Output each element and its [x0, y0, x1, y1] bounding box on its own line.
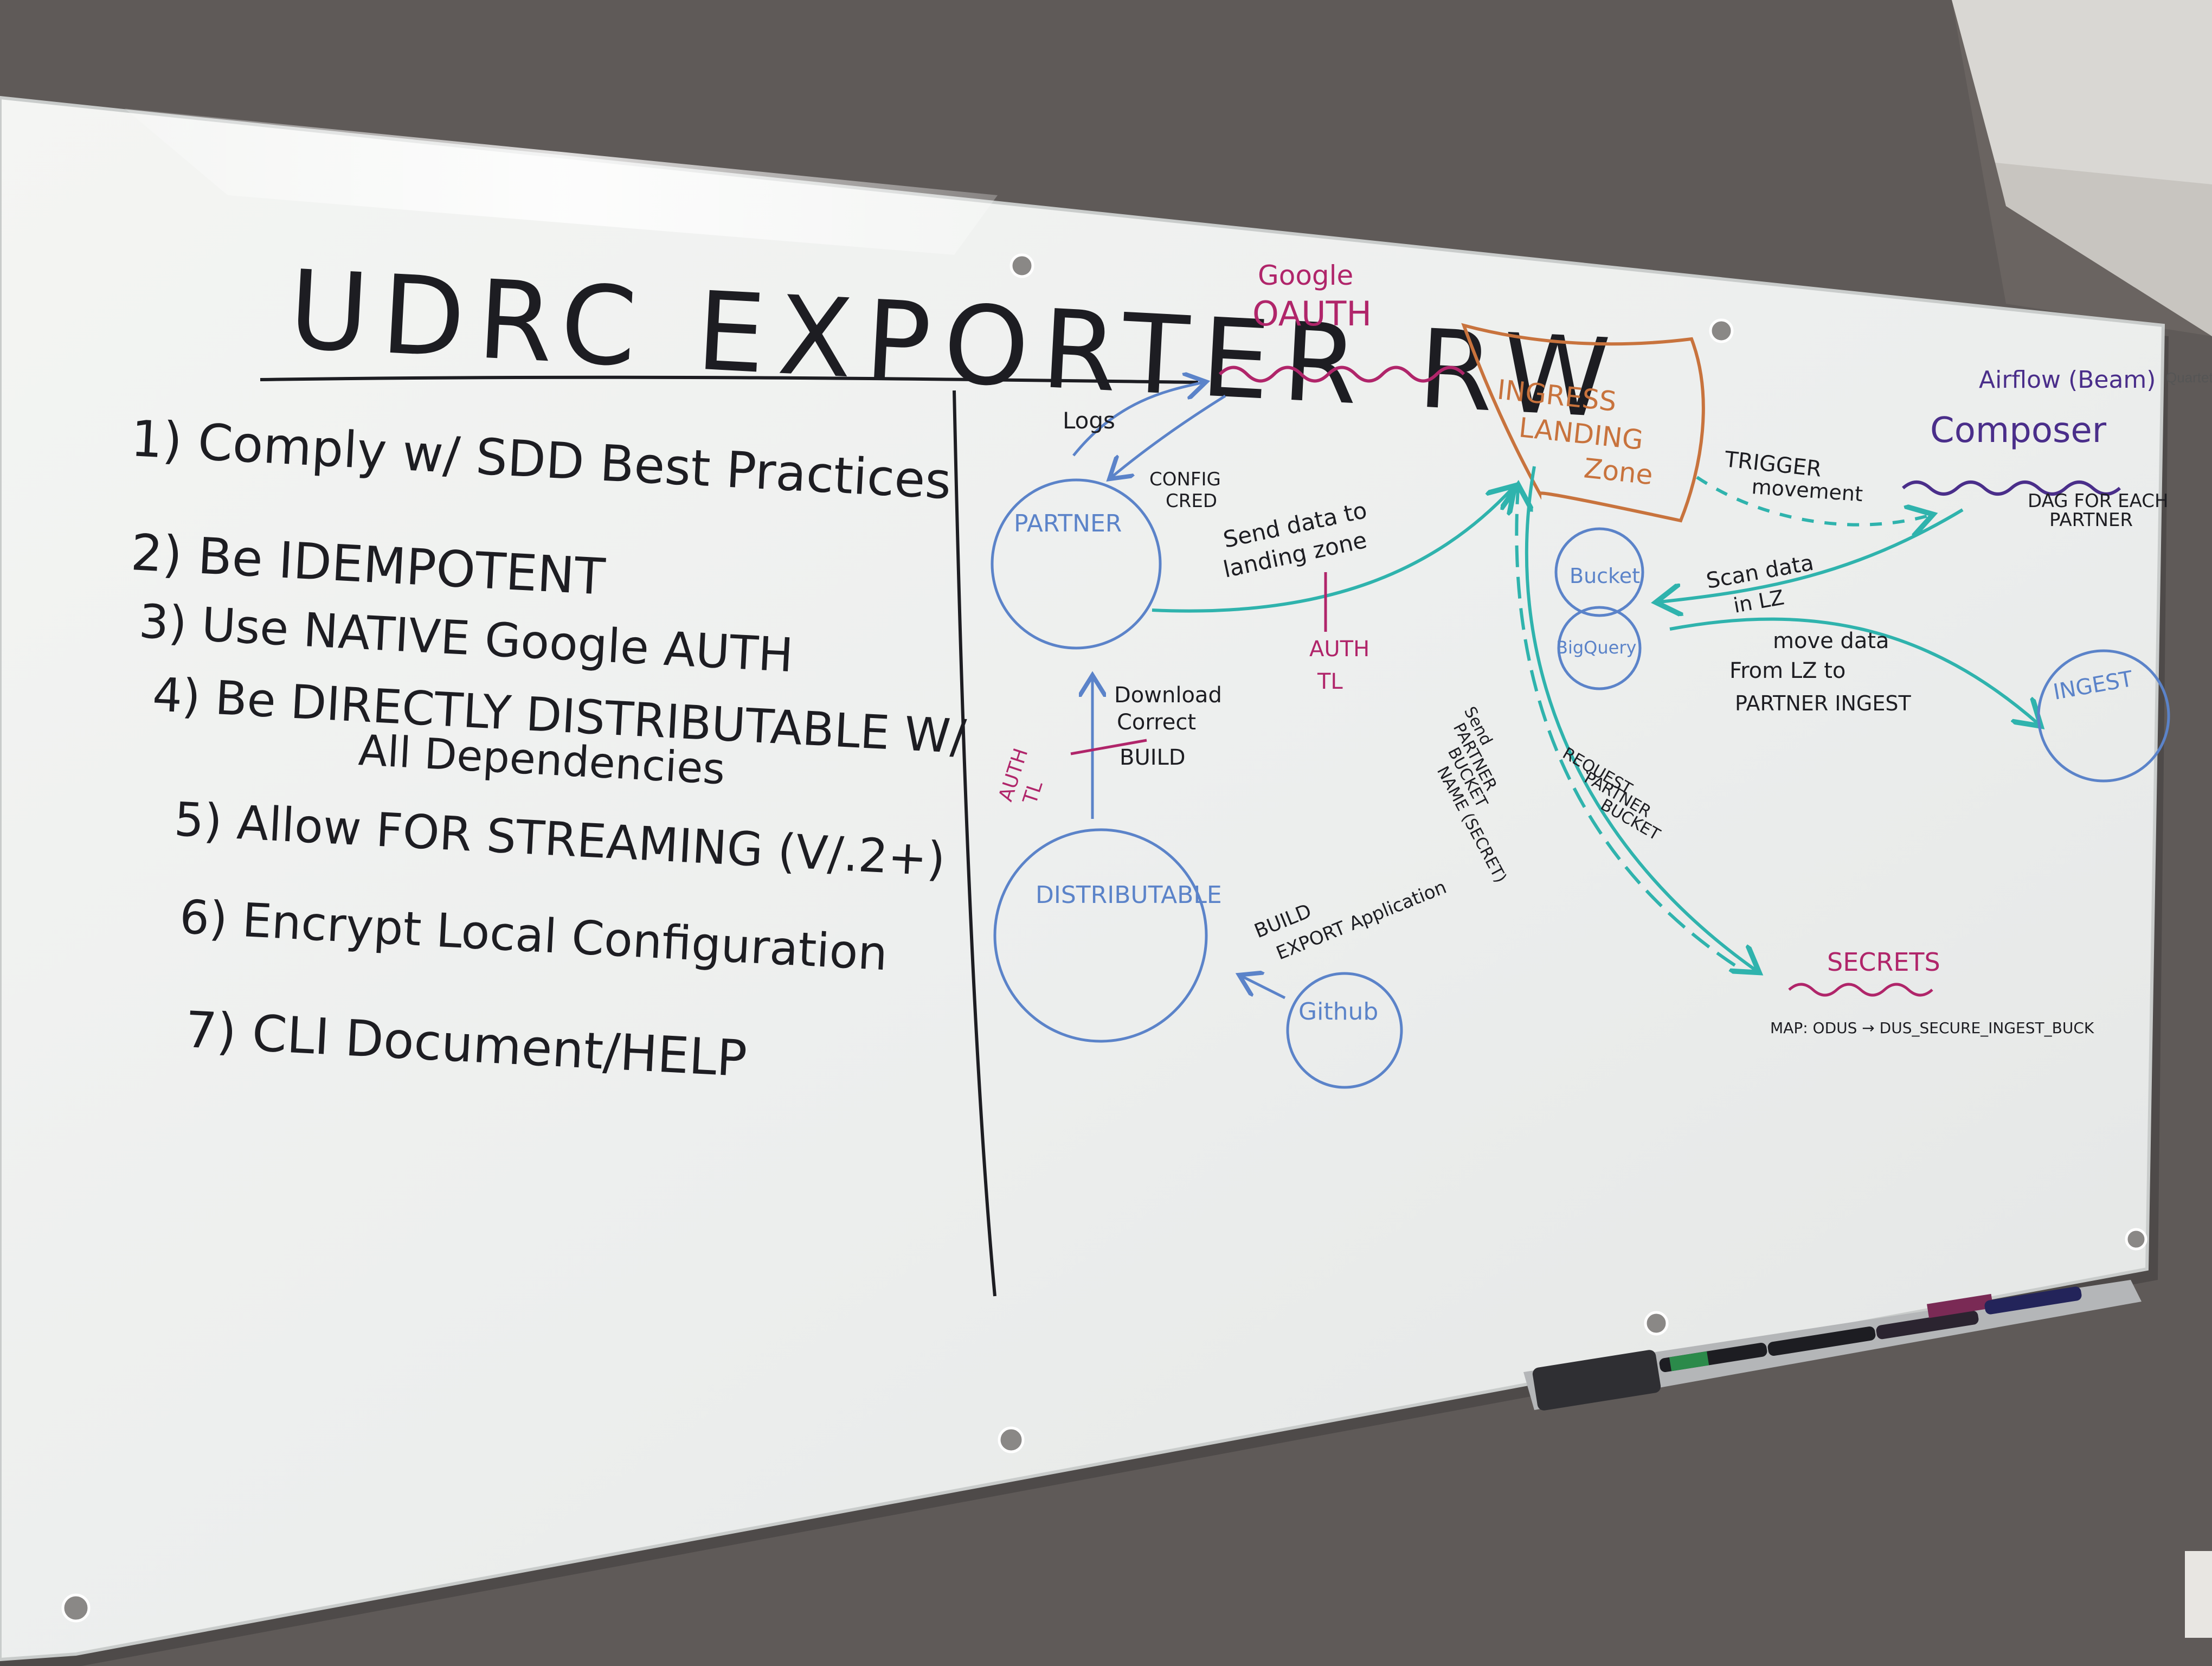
eraser: [1532, 1350, 1661, 1411]
move-label-3: PARTNER INGEST: [1735, 691, 1911, 715]
github-circle: [1286, 972, 1403, 1089]
move-label-1: move data: [1773, 629, 1889, 653]
partner-circle: [991, 478, 1162, 650]
logs-label: Logs: [1063, 407, 1115, 434]
auth-tl-1-line1: AUTH: [1309, 637, 1369, 662]
google-oauth-line1: Google: [1258, 260, 1353, 291]
auth-tl-1-line2: TL: [1317, 669, 1343, 694]
markers: [1659, 1286, 2082, 1373]
composer-label: Composer: [1930, 411, 2107, 451]
scan-arrow: [1659, 508, 1964, 602]
download-label-2: Correct: [1117, 710, 1196, 735]
ingress-zone-shape: [1461, 323, 1705, 523]
logs-arrow: [1072, 382, 1204, 457]
brand-label: Quartet: [2166, 369, 2212, 386]
whiteboard: [0, 95, 2165, 1662]
center-divider: [953, 390, 996, 1297]
request-bucket-arrow: [1516, 488, 1736, 967]
download-label-3: BUILD: [1120, 745, 1186, 770]
send-bucket-arrow: [1525, 466, 1757, 971]
light-glare: [125, 108, 998, 255]
trigger-arrow: [1696, 476, 1930, 525]
ingest-circle: [2037, 649, 2170, 783]
board-standoffs: [61, 253, 2147, 1623]
config-label-2: CRED: [1166, 490, 1217, 512]
config-label-1: CONFIG: [1149, 469, 1221, 490]
secrets-label: SECRETS: [1827, 947, 1940, 977]
oauth-squiggle: [1218, 366, 1465, 383]
secrets-squiggle: [1788, 983, 1933, 997]
distributable-circle: [993, 828, 1208, 1043]
auth-tick-2: [1070, 739, 1147, 755]
bucket-label: Bucket: [1570, 564, 1640, 588]
light-switch: [2185, 1551, 2212, 1638]
google-oauth-line2: OAUTH: [1252, 294, 1372, 334]
google-oauth-group: Google OAUTH: [1218, 260, 1465, 383]
move-arrow: [1669, 617, 2039, 724]
distributable-label: DISTRIBUTABLE: [1036, 881, 1222, 909]
move-label-2: From LZ to: [1729, 658, 1846, 683]
bucket-circle: [1554, 527, 1644, 617]
download-label-1: Download: [1114, 683, 1222, 708]
bigquery-label: BigQuery: [1556, 637, 1636, 658]
github-label: Github: [1298, 998, 1378, 1026]
bigquery-circle: [1557, 606, 1642, 690]
composer-squiggle: [1902, 480, 2121, 496]
title-underline: [260, 375, 1199, 384]
config-arrow: [1111, 394, 1226, 477]
build-arrow: [1242, 976, 1286, 999]
dag-label-1: DAG FOR EACH: [2028, 490, 2169, 512]
partner-label: PARTNER: [1014, 510, 1122, 537]
airflow-label: Airflow (Beam): [1979, 366, 2156, 394]
ingress-label-3: Zone: [1583, 452, 1655, 491]
send-data-arrow: [1152, 488, 1513, 613]
dag-label-2: PARTNER: [2049, 509, 2133, 531]
secrets-map-label: MAP: ODUS → DUS_SECURE_INGEST_BUCK: [1770, 1019, 2094, 1037]
